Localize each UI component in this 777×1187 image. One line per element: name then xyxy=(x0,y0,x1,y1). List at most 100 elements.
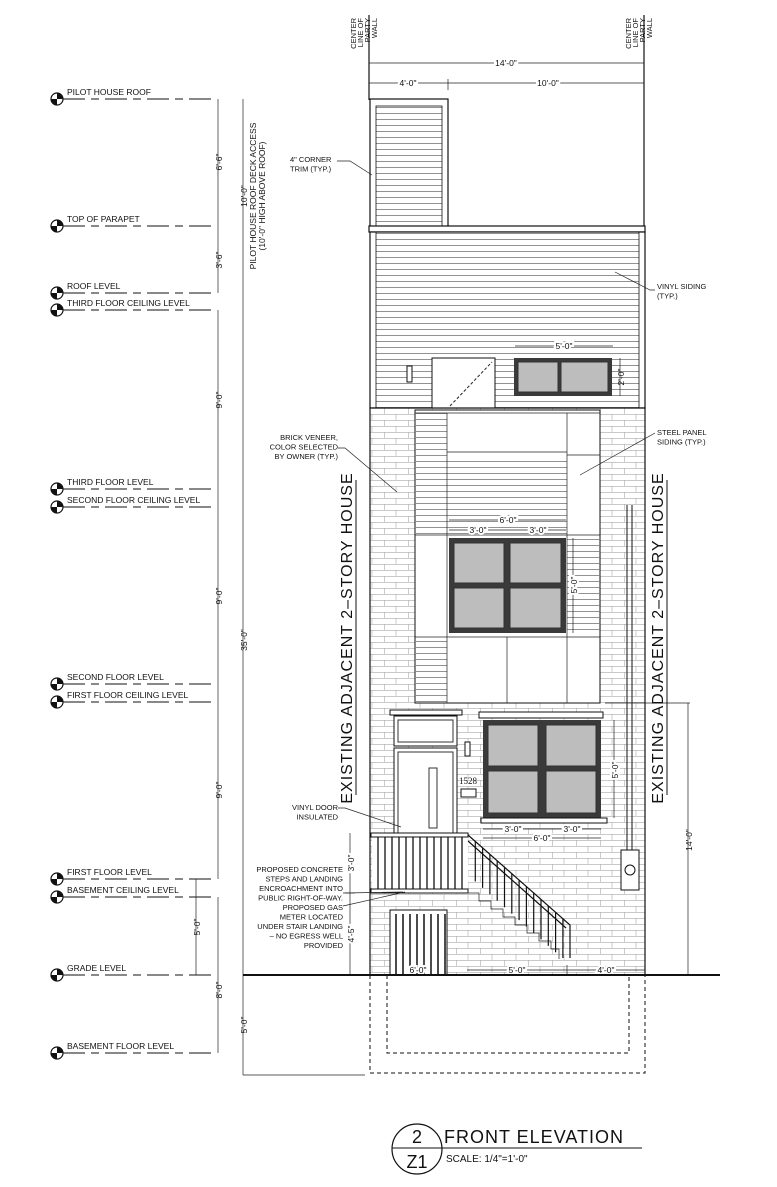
dim-landing-height: 3'-0" xyxy=(346,855,356,872)
center-line-label: WALL xyxy=(370,18,379,38)
note-vinyl-door: INSULATED xyxy=(296,813,338,822)
dim-pilot-total: 10'-0" xyxy=(239,185,249,207)
level-marker: ROOF LEVEL xyxy=(50,281,214,300)
level-marker: PILOT HOUSE ROOF xyxy=(50,87,214,106)
steel-panel-bay: 6'-0" 3'-0" 3'-0" 5'-0" xyxy=(414,409,601,704)
pilot-house xyxy=(369,98,449,228)
adjacent-house-left: EXISTING ADJACENT 2–STORY HOUSE xyxy=(339,472,356,803)
center-line-label: PARTY xyxy=(363,18,372,42)
dim-below-grade: 5'-0" xyxy=(239,1017,249,1034)
wall-light-icon xyxy=(406,365,413,383)
note-corner-trim: 4" CORNER xyxy=(290,155,332,164)
center-line-label: LINE OF xyxy=(356,18,365,48)
dim-first-window-height: 5'-0" xyxy=(610,762,620,779)
dim-third-floor: 9'-0" xyxy=(214,392,224,409)
dim-first-floor: 9'-0" xyxy=(214,782,224,799)
note-concrete: STEPS AND LANDING xyxy=(265,875,343,884)
note-concrete: – NO EGRESS WELL xyxy=(270,932,343,941)
title-name: FRONT ELEVATION xyxy=(444,1127,624,1147)
dim-first-window-width: 6'-0" xyxy=(534,833,551,843)
dim-stair-side: 4'-0" xyxy=(598,965,615,975)
dim-basement-door: 6'-0" xyxy=(410,965,427,975)
dim-adjacent-height: 14'-0" xyxy=(684,829,694,851)
first-floor: 1528 5'-0" 3'-0" 3'-0" 6'-0" xyxy=(389,505,640,891)
note-brick: BY OWNER (TYP.) xyxy=(275,452,339,461)
dim-roof-deck-width: 10'-0" xyxy=(537,78,559,88)
level-label: PILOT HOUSE ROOF xyxy=(67,87,151,97)
note-vinyl-siding: VINYL SIDING xyxy=(657,282,706,291)
note-brick: COLOR SELECTED xyxy=(270,443,339,452)
dim-second-window-half-a: 3'-0" xyxy=(470,525,487,535)
center-line-label: PARTY xyxy=(638,18,647,42)
adjacent-house-right: EXISTING ADJACENT 2–STORY HOUSE xyxy=(650,472,667,803)
dim-second-floor: 9'-0" xyxy=(214,588,224,605)
dim-basement-height: 8'-0" xyxy=(214,982,224,999)
note-concrete: PROPOSED CONCRETE xyxy=(256,865,343,874)
level-label: BASEMENT CEILING LEVEL xyxy=(67,885,179,895)
dim-second-window-half-b: 3'-0" xyxy=(530,525,547,535)
note-vinyl-siding: (TYP.) xyxy=(657,292,678,301)
pilot-note-line2: (10'-0" HIGH ABOVE ROOF) xyxy=(257,141,267,250)
level-marker: BASEMENT CEILING LEVEL xyxy=(50,885,214,904)
level-marker: THIRD FLOOR CEILING LEVEL xyxy=(50,298,214,317)
level-label: TOP OF PARAPET xyxy=(67,214,140,224)
note-steel-panel: SIDING (TYP.) xyxy=(657,438,706,447)
note-concrete: PUBLIC RIGHT-OF-WAY. xyxy=(258,894,343,903)
dim-landing-to-grade: 4'-5" xyxy=(346,926,356,943)
level-marker: GRADE LEVEL xyxy=(50,963,214,982)
level-marker: FIRST FLOOR LEVEL xyxy=(50,867,214,886)
level-label: THIRD FLOOR LEVEL xyxy=(67,477,154,487)
level-label: BASEMENT FLOOR LEVEL xyxy=(67,1041,174,1051)
title-number: 2 xyxy=(412,1127,422,1147)
level-label: SECOND FLOOR CEILING LEVEL xyxy=(67,495,200,505)
level-marker: SECOND FLOOR LEVEL xyxy=(50,672,214,691)
dim-first-window-half-b: 3'-0" xyxy=(564,824,581,834)
parapet-cap xyxy=(368,225,646,233)
dim-top-window-width: 5'-0" xyxy=(556,341,573,351)
level-marker: FIRST FLOOR CEILING LEVEL xyxy=(50,690,214,709)
center-line-label: CENTER xyxy=(349,17,358,48)
title-sheet: Z1 xyxy=(406,1152,427,1172)
title-scale: SCALE: 1/4"=1'-0" xyxy=(446,1154,528,1165)
note-corner-trim: TRIM (TYP.) xyxy=(290,165,332,174)
note-concrete: PROPOSED GAS xyxy=(283,903,343,912)
dim-first-window-half-a: 3'-0" xyxy=(505,824,522,834)
third-floor-siding: 5'-0" 2'-0" xyxy=(369,231,646,409)
note-vinyl-door: VINYL DOOR xyxy=(292,803,339,812)
level-marker: THIRD FLOOR LEVEL xyxy=(50,477,214,496)
center-line-label: LINE OF xyxy=(631,18,640,48)
house-number: 1528 xyxy=(459,776,478,786)
center-line-label: WALL xyxy=(645,18,654,38)
note-steel-panel: STEEL PANEL xyxy=(657,428,707,437)
level-label: ROOF LEVEL xyxy=(67,281,121,291)
level-marker: SECOND FLOOR CEILING LEVEL xyxy=(50,495,214,514)
level-marker: TOP OF PARAPET xyxy=(50,214,214,233)
dim-basement-to-grade: 5'-0" xyxy=(192,919,202,936)
dim-pilot-height: 6'-6" xyxy=(214,154,224,171)
pilot-note-line1: PILOT HOUSE ROOF DECK ACCESS xyxy=(248,122,258,269)
dim-second-window-width: 6'-0" xyxy=(500,515,517,525)
level-label: FIRST FLOOR CEILING LEVEL xyxy=(67,690,189,700)
title-block: 2 Z1 FRONT ELEVATION SCALE: 1/4"=1'-0" xyxy=(391,1123,642,1175)
note-brick: BRICK VENEER, xyxy=(280,433,338,442)
level-label: SECOND FLOOR LEVEL xyxy=(67,672,164,682)
level-label: GRADE LEVEL xyxy=(67,963,126,973)
center-line-label: CENTER xyxy=(624,17,633,48)
wall-light-icon xyxy=(464,741,471,757)
level-label: THIRD FLOOR CEILING LEVEL xyxy=(67,298,190,308)
dim-pilot-width: 4'-0" xyxy=(400,78,417,88)
note-concrete: METER LOCATED xyxy=(280,913,344,922)
dim-overall-height: 35'-0" xyxy=(239,629,249,651)
stoop-stair: 3'-0" 4'-5" 5'-0" 4'-0" 6'-0" xyxy=(344,832,645,977)
dim-second-window-height: 5'-0" xyxy=(569,577,579,594)
dim-overall-width: 14'-0" xyxy=(495,58,517,68)
level-marker: BASEMENT FLOOR LEVEL xyxy=(50,1041,214,1060)
level-markers: PILOT HOUSE ROOF TOP OF PARAPET ROOF LEVEL… xyxy=(50,87,214,1060)
vertical-dimensions: 6'-6" 3'-6" 9'-0" 9'-0" 9'-0" 5'-0" 8'-0… xyxy=(192,99,365,1076)
dim-parapet-height: 3'-6" xyxy=(214,252,224,269)
note-concrete: ENCROACHMENT INTO xyxy=(259,884,343,893)
dim-stair-run: 5'-0" xyxy=(509,965,526,975)
dim-top-window-height: 2'-0" xyxy=(616,369,626,386)
